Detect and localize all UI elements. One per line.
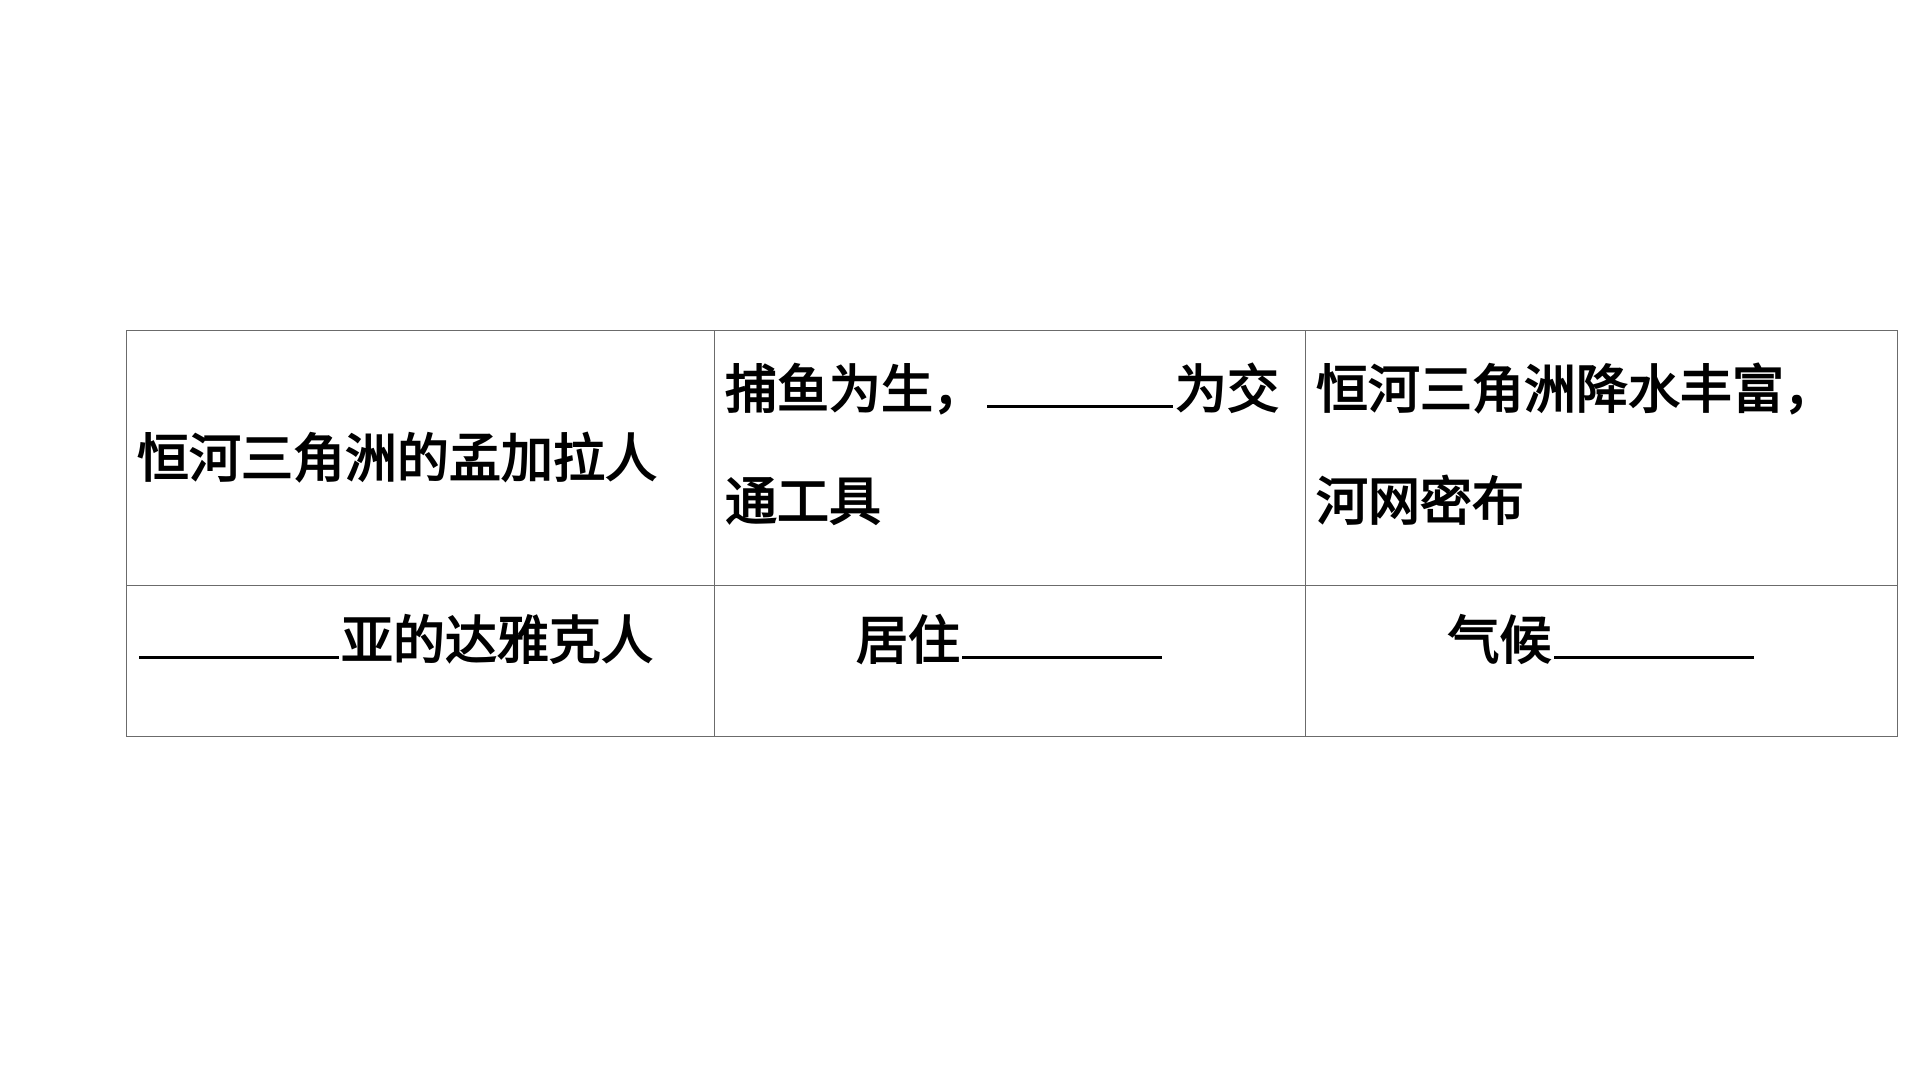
environment-cell: 恒河三角洲降水丰富，河网密布 [1305,330,1898,586]
people-text: 恒河三角洲的孟加拉人 [137,430,658,490]
fill-blank[interactable] [139,612,339,659]
comparison-table: 恒河三角洲的孟加拉人 捕鱼为生，为交通工具 恒河三角洲降水丰富，河网密布 亚的达… [126,330,1898,737]
people-cell: 亚的达雅克人 [126,585,715,737]
table-row: 亚的达雅克人 居住 气候 [126,585,1898,737]
fill-blank[interactable] [962,612,1162,659]
lifestyle-cell: 居住 [714,585,1306,737]
environment-cell: 气候 [1305,585,1898,737]
environment-text: 气候 [1447,612,1552,672]
fill-blank[interactable] [987,361,1174,408]
people-text-after: 亚的达雅克人 [341,612,654,672]
lifestyle-cell: 捕鱼为生，为交通工具 [714,330,1306,586]
people-cell: 恒河三角洲的孟加拉人 [126,330,715,586]
fill-blank[interactable] [1553,612,1754,659]
table-row: 恒河三角洲的孟加拉人 捕鱼为生，为交通工具 恒河三角洲降水丰富，河网密布 [126,330,1898,586]
lifestyle-text-after: 为交通工具 [725,361,1280,533]
lifestyle-text-before: 捕鱼为生， [725,361,986,421]
environment-text: 恒河三角洲降水丰富，河网密布 [1316,361,1837,533]
lifestyle-text: 居住 [855,612,960,672]
